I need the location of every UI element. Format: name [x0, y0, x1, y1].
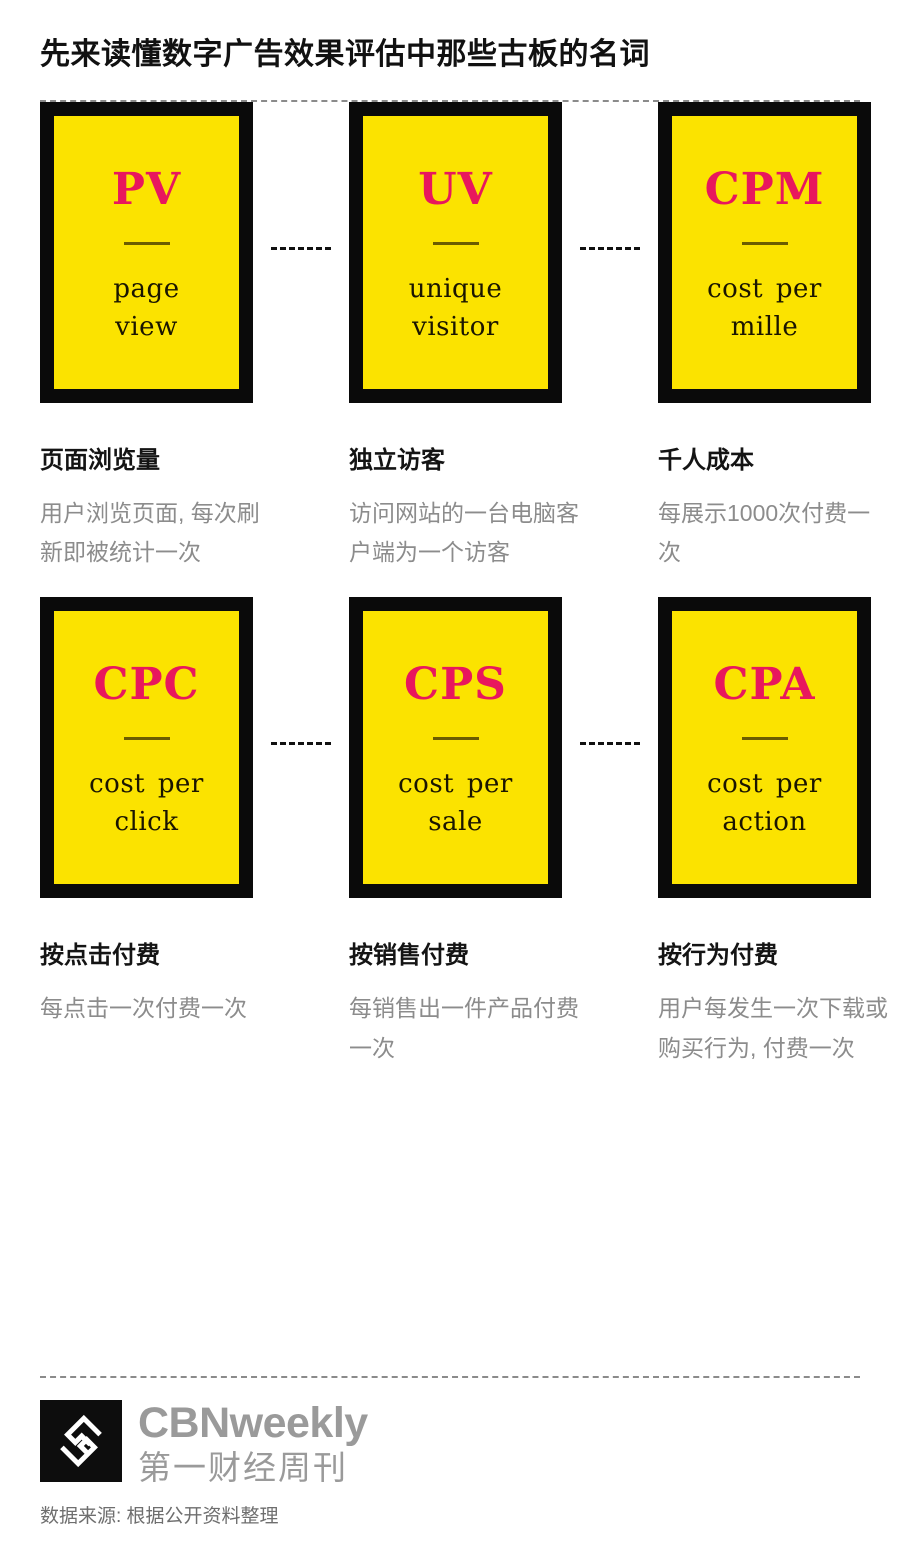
term-card-inner: PV page view [54, 115, 239, 389]
term-column-cpc: CPC cost per click 按点击付费 每点击一次付费一次 [40, 596, 331, 1029]
data-source-note: 数据来源: 根据公开资料整理 [40, 1506, 279, 1527]
dashed-connector-icon [580, 246, 640, 250]
term-column-cpm: CPM cost per mille 千人成本 每展示1000次付费一次 [658, 101, 871, 573]
term-desc-body: 用户浏览页面, 每次刷新即被统计一次 [40, 499, 260, 566]
term-expansion-line-2: view [115, 311, 178, 342]
term-desc-title: 按行为付费 [658, 941, 778, 969]
term-expansion-line-2: click [114, 806, 179, 837]
term-expansion: cost per mille [701, 271, 828, 346]
term-column-pv: PV page view 页面浏览量 用户浏览页面, 每次刷新即被统计一次 [40, 101, 331, 573]
dashed-connector-icon [271, 741, 331, 745]
term-expansion: unique visitor [403, 271, 509, 346]
cbn-logo-icon [40, 1400, 122, 1483]
term-expansion: cost per sale [392, 766, 519, 841]
term-desc-title: 按点击付费 [40, 941, 160, 969]
abbr-divider [741, 737, 788, 741]
term-description-cps: 按销售付费 每销售出一件产品付费一次 [349, 940, 579, 1068]
term-abbr: CPM [704, 163, 825, 215]
term-expansion: cost per click [83, 766, 210, 841]
term-abbr: CPA [713, 659, 816, 711]
term-expansion-line-2: visitor [412, 311, 499, 342]
term-desc-title: 页面浏览量 [40, 446, 160, 474]
brand-name-cn: 第一财经周刊 [138, 1449, 348, 1487]
abbr-divider [741, 241, 788, 245]
term-desc-body: 用户每发生一次下载或购买行为, 付费一次 [658, 994, 888, 1061]
term-expansion-line-2: action [722, 806, 807, 837]
brand-name-en: CBNweekly [138, 1399, 368, 1448]
footer-divider [40, 1376, 860, 1379]
term-row-2: CPC cost per click 按点击付费 每点击一次付费一次 [40, 596, 888, 1068]
term-desc-body: 每点击一次付费一次 [40, 994, 247, 1021]
term-card-uv: UV unique visitor [349, 101, 562, 403]
term-expansion: page view [107, 271, 185, 346]
term-expansion-line-1: cost per [89, 769, 204, 800]
term-description-pv: 页面浏览量 用户浏览页面, 每次刷新即被统计一次 [40, 445, 270, 573]
term-description-cpm: 千人成本 每展示1000次付费一次 [658, 445, 888, 573]
term-column-cps: CPS cost per sale 按销售付费 每销售出一件产品付费一次 [349, 596, 640, 1068]
term-expansion-line-2: sale [428, 806, 483, 837]
term-desc-title: 独立访客 [349, 446, 445, 474]
term-expansion-line-1: page [113, 273, 180, 304]
footer: CBNweekly 第一财经周刊 数据来源: 根据公开资料整理 [40, 1376, 860, 1528]
term-desc-title: 按销售付费 [349, 941, 469, 969]
term-abbr: CPC [93, 659, 200, 711]
term-description-uv: 独立访客 访问网站的一台电脑客户端为一个访客 [349, 445, 579, 573]
abbr-divider [432, 241, 479, 245]
term-desc-body: 访问网站的一台电脑客户端为一个访客 [349, 499, 579, 566]
term-card-inner: CPM cost per mille [672, 115, 857, 389]
term-card-cpa: CPA cost per action [658, 596, 871, 898]
header-divider [40, 99, 860, 102]
term-expansion-line-1: cost per [707, 769, 822, 800]
term-card-cpc: CPC cost per click [40, 596, 253, 898]
brand-block: CBNweekly 第一财经周刊 [40, 1400, 860, 1487]
term-card-pv: PV page view [40, 101, 253, 403]
term-description-cpa: 按行为付费 用户每发生一次下载或购买行为, 付费一次 [658, 940, 888, 1068]
term-abbr: UV [418, 163, 493, 215]
term-expansion-line-1: unique [408, 273, 503, 304]
term-desc-body: 每展示1000次付费一次 [658, 499, 871, 566]
term-row-1: PV page view 页面浏览量 用户浏览页面, 每次刷新即被统计一次 [40, 101, 871, 573]
card-row-2: CPC cost per click 按点击付费 每点击一次付费一次 [40, 596, 888, 1068]
term-expansion-line-1: cost per [707, 273, 822, 304]
term-card-inner: UV unique visitor [363, 115, 548, 389]
term-grid: PV page view 页面浏览量 用户浏览页面, 每次刷新即被统计一次 [40, 101, 888, 1069]
term-abbr: PV [111, 163, 182, 215]
term-expansion-line-2: mille [730, 311, 799, 342]
card-row-1: PV page view 页面浏览量 用户浏览页面, 每次刷新即被统计一次 [40, 101, 871, 573]
term-abbr: CPS [404, 659, 507, 711]
term-card-inner: CPA cost per action [672, 610, 857, 884]
dashed-connector-icon [580, 741, 640, 745]
abbr-divider [123, 737, 170, 741]
term-card-inner: CPS cost per sale [363, 610, 548, 884]
brand-text: CBNweekly 第一财经周刊 [138, 1400, 368, 1487]
term-description-cpc: 按点击付费 每点击一次付费一次 [40, 940, 270, 1029]
term-desc-body: 每销售出一件产品付费一次 [349, 994, 579, 1061]
page-title: 先来读懂数字广告效果评估中那些古板的名词 [40, 38, 650, 71]
term-card-inner: CPC cost per click [54, 610, 239, 884]
dashed-connector-icon [271, 246, 331, 250]
term-card-cps: CPS cost per sale [349, 596, 562, 898]
abbr-divider [432, 737, 479, 741]
term-card-cpm: CPM cost per mille [658, 101, 871, 403]
term-desc-title: 千人成本 [658, 446, 754, 474]
abbr-divider [123, 241, 170, 245]
term-column-cpa: CPA cost per action 按行为付费 用户每发生一次下载或购买行为… [658, 596, 888, 1068]
term-column-uv: UV unique visitor 独立访客 访问网站的一台电脑客户端为一个访客 [349, 101, 640, 573]
term-expansion: cost per action [701, 766, 828, 841]
term-expansion-line-1: cost per [398, 769, 513, 800]
